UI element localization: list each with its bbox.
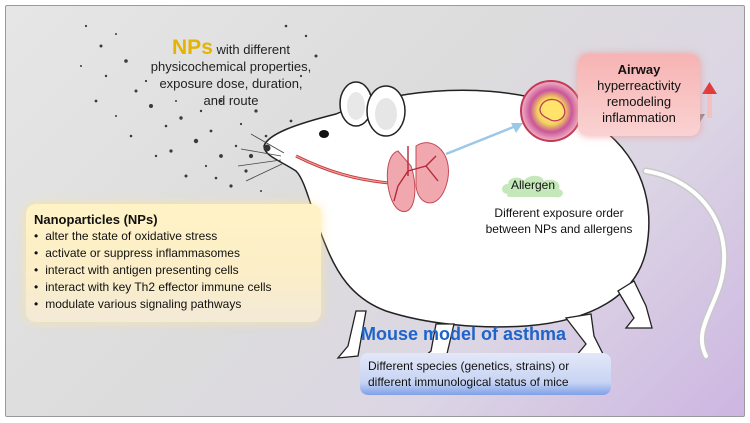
exposure-order-text: Different exposure order between NPs and… (484, 205, 634, 237)
allergen-cloud-icon (502, 175, 563, 198)
np-title-line-3: exposure dose, duration, (159, 76, 303, 91)
np-abbrev: NPs (172, 36, 213, 59)
nanoparticles-item: alter the state of oxidative stress (34, 228, 272, 245)
nanoparticles-item: activate or suppress inflammasomes (34, 245, 272, 262)
exposure-order-line-2: between NPs and allergens (485, 222, 633, 236)
nanoparticles-item: modulate various signaling pathways (34, 296, 272, 313)
lung-to-airway-arrow (445, 123, 523, 156)
nanoparticles-box: Nanoparticles (NPs) alter the state of o… (26, 204, 321, 322)
nanoparticles-heading: Nanoparticles (NPs) (34, 212, 158, 227)
np-title-text-1: with different (216, 42, 290, 57)
mouse-model-title: Mouse model of asthma (361, 324, 567, 344)
airway-box: Airway hyperreactivity remodeling inflam… (578, 54, 700, 136)
np-title-line-1: NPs with different (136, 36, 326, 59)
scene-illustration (80, 24, 728, 362)
nanoparticles-item: interact with antigen presenting cells (34, 262, 272, 279)
species-line-1: Different species (genetics, strains) or (368, 359, 570, 373)
nanoparticles-item: interact with key Th2 effector immune ce… (34, 279, 271, 296)
airway-line: inflammation (602, 110, 676, 125)
airway-title: Airway (617, 62, 661, 77)
allergen-label: Allergen (510, 178, 556, 192)
np-title-line-4: and route (203, 93, 259, 108)
airway-line: remodeling (606, 94, 672, 109)
lungs-icon (386, 142, 449, 212)
exposure-order-line-1: Different exposure order (494, 206, 624, 220)
np-title-block: NPs with different physicochemical prope… (136, 36, 326, 109)
nanoparticles-list: alter the state of oxidative stress acti… (34, 228, 272, 313)
figure-frame: NPs with different physicochemical prope… (5, 5, 745, 417)
np-title-line-2: physicochemical properties, (150, 59, 312, 74)
species-box: Different species (genetics, strains) or… (360, 353, 611, 395)
airway-cross-section-icon (520, 80, 582, 142)
mouse-illustration (237, 81, 728, 362)
up-arrow-icon (702, 82, 717, 118)
airway-line: hyperreactivity (597, 78, 681, 93)
particle-cloud (80, 24, 318, 192)
species-line-2: different immunological status of mice (368, 375, 569, 389)
